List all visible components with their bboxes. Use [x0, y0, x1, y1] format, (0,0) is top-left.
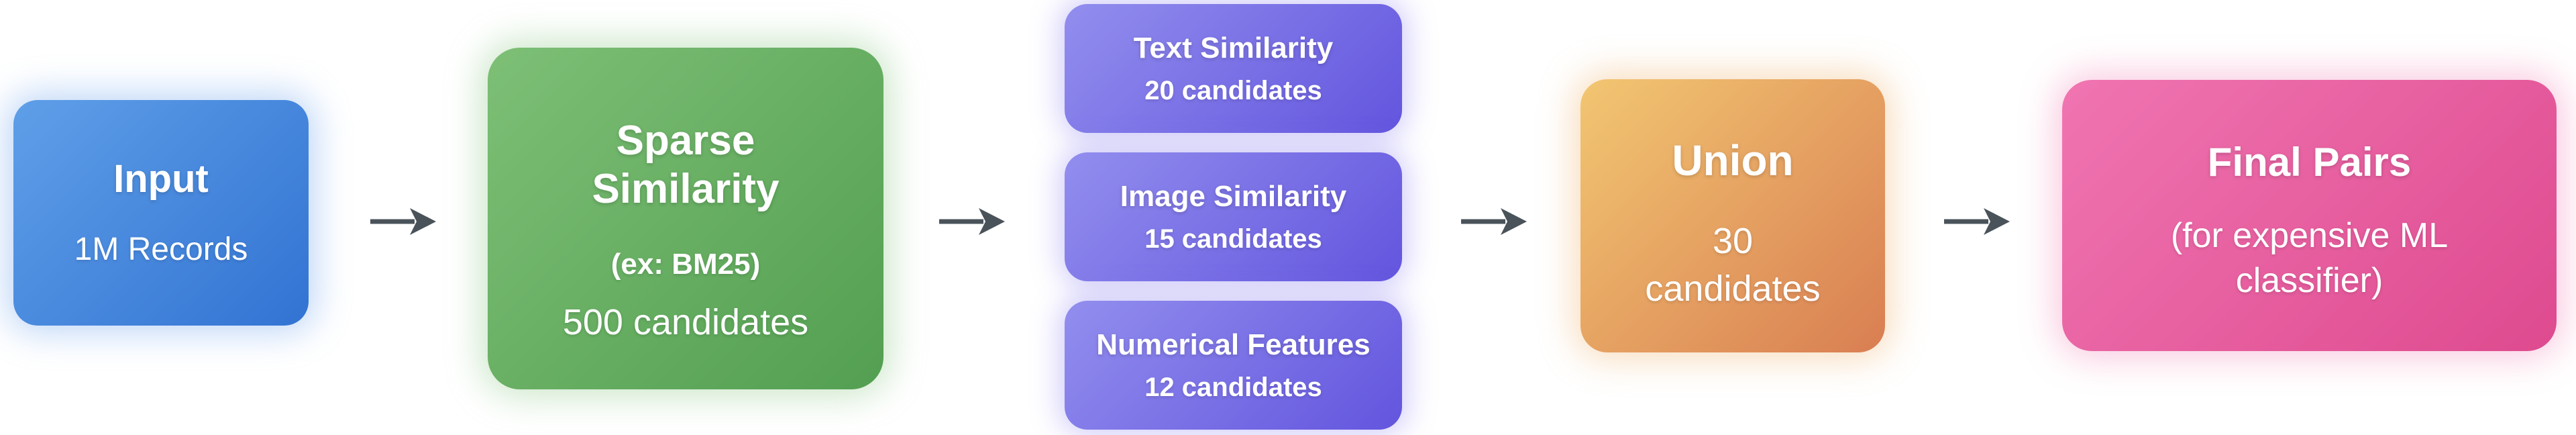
union-subtitle: 30 candidates [1645, 221, 1821, 309]
flow-node-image-similarity: Image Similarity 15 candidates [1065, 152, 1402, 281]
sparse-similarity-note: (ex: BM25) [610, 247, 761, 281]
image-similarity-subtitle: 15 candidates [1144, 224, 1322, 254]
arrow-right-icon [939, 208, 1005, 235]
sparse-similarity-title: Sparse Similarity [592, 117, 780, 212]
numerical-features-title: Numerical Features [1096, 328, 1371, 361]
final-pairs-title: Final Pairs [2207, 139, 2412, 185]
flow-node-final-pairs: Final Pairs (for expensive ML classifier… [2062, 80, 2557, 351]
flow-node-text-similarity: Text Similarity 20 candidates [1065, 4, 1402, 133]
final-pairs-subtitle: (for expensive ML classifier) [2170, 215, 2449, 300]
sparse-similarity-subtitle: 500 candidates [562, 301, 809, 342]
input-title: Input [113, 156, 209, 201]
input-subtitle: 1M Records [74, 231, 248, 267]
arrow-right-icon [1461, 208, 1527, 235]
arrow-right-icon [370, 208, 436, 235]
flow-node-numerical-features: Numerical Features 12 candidates [1065, 301, 1402, 430]
image-similarity-title: Image Similarity [1120, 179, 1347, 213]
flow-node-input: Input 1M Records [13, 100, 309, 326]
arrow-right-icon [1944, 208, 2010, 235]
numerical-features-subtitle: 12 candidates [1144, 372, 1322, 402]
union-title: Union [1672, 136, 1794, 185]
flow-node-union: Union 30 candidates [1580, 79, 1885, 352]
flow-node-sparse-similarity: Sparse Similarity (ex: BM25) 500 candida… [488, 48, 883, 389]
text-similarity-title: Text Similarity [1133, 31, 1334, 64]
text-similarity-subtitle: 20 candidates [1144, 75, 1322, 105]
